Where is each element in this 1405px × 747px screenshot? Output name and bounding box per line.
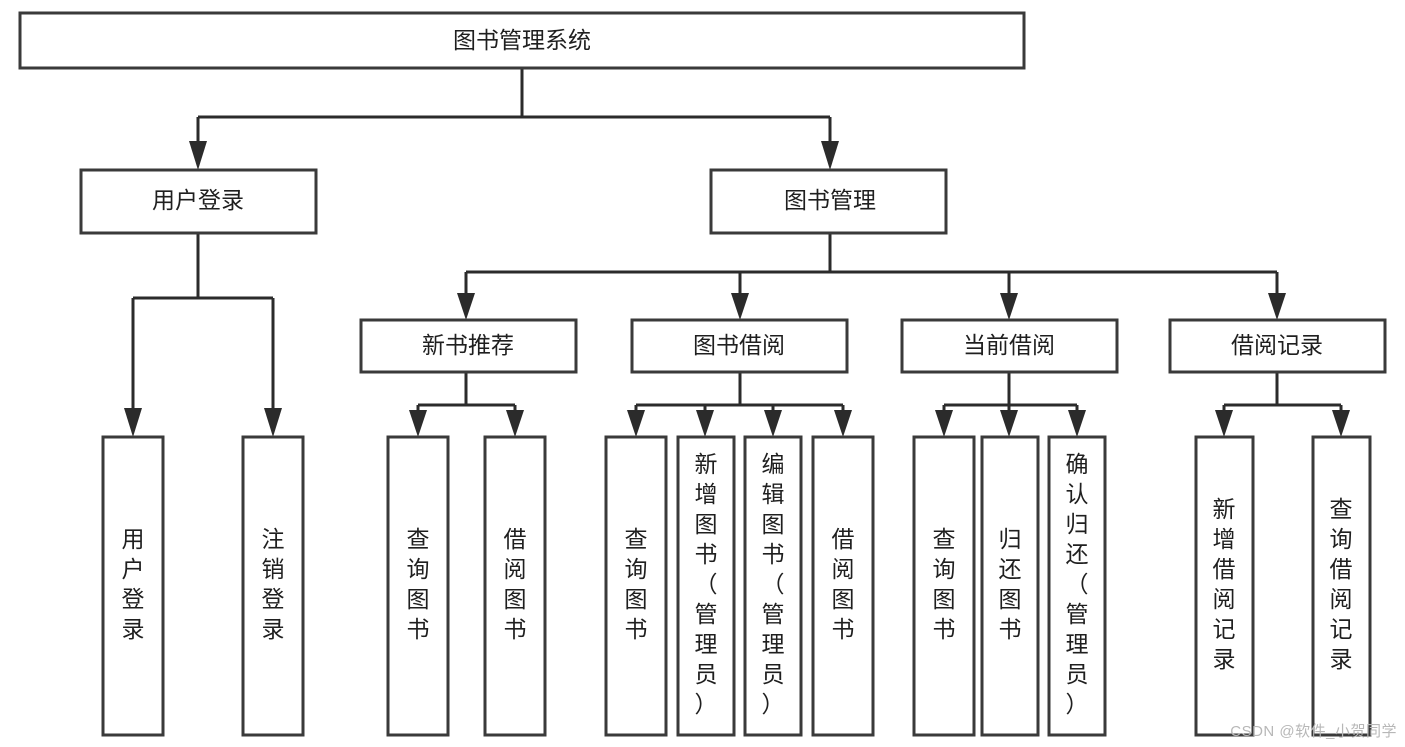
- arrow-head-new-book-recommend: [457, 293, 475, 320]
- node-leaf-borrow-book-1-label: 借阅图书: [504, 526, 527, 642]
- node-leaf-edit-book-label: 编辑图书（管理员）: [762, 451, 785, 717]
- node-leaf-confirm-return[interactable]: 确认归还（管理员）: [1047, 435, 1107, 737]
- node-leaf-query-book-1[interactable]: 查询图书: [386, 435, 450, 737]
- node-leaf-return-book[interactable]: 归还图书: [980, 435, 1040, 737]
- arrow-head-leaf-borrow-book-2: [834, 410, 852, 437]
- arrow-head-leaf-user-login: [124, 408, 142, 437]
- node-leaf-edit-book[interactable]: 编辑图书（管理员）: [743, 435, 803, 737]
- node-leaf-return-book-box[interactable]: [980, 435, 1040, 737]
- connector-layer: [124, 68, 1350, 437]
- node-book-manage-box[interactable]: [709, 168, 948, 235]
- node-leaf-query-book-2[interactable]: 查询图书: [604, 435, 668, 737]
- node-leaf-add-book-box[interactable]: [676, 435, 736, 737]
- node-leaf-logout-login-label: 注销登录: [262, 526, 285, 642]
- arrow-head-book-manage: [821, 141, 839, 170]
- arrow-head-leaf-query-book-1: [409, 410, 427, 437]
- csdn-watermark: CSDN @软件_小贺同学: [1230, 723, 1397, 740]
- node-leaf-borrow-book-2-box[interactable]: [811, 435, 875, 737]
- node-leaf-confirm-return-label: 确认归还（管理员）: [1066, 451, 1089, 717]
- node-leaf-query-record[interactable]: 查询借阅记录: [1311, 435, 1372, 737]
- node-leaf-borrow-book-2-label: 借阅图书: [832, 526, 855, 642]
- node-book-borrow-box[interactable]: [630, 318, 849, 374]
- arrow-head-leaf-query-book-2: [627, 410, 645, 437]
- node-leaf-query-book-3[interactable]: 查询图书: [912, 435, 976, 737]
- node-borrow-record-label: 借阅记录: [1231, 332, 1323, 358]
- node-user-login-label: 用户登录: [152, 187, 244, 213]
- arrow-head-leaf-query-record: [1332, 410, 1350, 437]
- node-borrow-record-box[interactable]: [1168, 318, 1387, 374]
- node-book-manage-label: 图书管理: [784, 187, 876, 213]
- node-book-manage[interactable]: 图书管理: [709, 168, 948, 235]
- node-leaf-add-record-box[interactable]: [1194, 435, 1255, 737]
- node-leaf-edit-book-box[interactable]: [743, 435, 803, 737]
- node-leaf-add-book-label: 新增图书（管理员）: [695, 451, 718, 717]
- node-leaf-borrow-book-1[interactable]: 借阅图书: [483, 435, 547, 737]
- node-leaf-add-record-label: 新增借阅记录: [1213, 496, 1236, 672]
- node-borrow-record[interactable]: 借阅记录: [1168, 318, 1387, 374]
- node-leaf-query-book-1-label: 查询图书: [407, 526, 430, 642]
- node-leaf-query-record-box[interactable]: [1311, 435, 1372, 737]
- node-leaf-add-book[interactable]: 新增图书（管理员）: [676, 435, 736, 737]
- arrow-head-user-login: [189, 141, 207, 170]
- node-new-book-recommend[interactable]: 新书推荐: [359, 318, 578, 374]
- node-book-borrow[interactable]: 图书借阅: [630, 318, 849, 374]
- node-leaf-query-book-1-box[interactable]: [386, 435, 450, 737]
- node-current-borrow-box[interactable]: [900, 318, 1119, 374]
- arrow-head-leaf-add-record: [1215, 410, 1233, 437]
- node-leaf-return-book-label: 归还图书: [999, 526, 1022, 642]
- node-leaf-user-login-box[interactable]: [101, 435, 165, 737]
- node-user-login[interactable]: 用户登录: [79, 168, 318, 235]
- node-current-borrow-label: 当前借阅: [963, 332, 1055, 358]
- node-leaf-user-login[interactable]: 用户登录: [101, 435, 165, 737]
- node-leaf-user-login-label: 用户登录: [122, 526, 145, 642]
- arrow-head-leaf-add-book: [696, 410, 714, 437]
- arrow-head-book-borrow: [731, 293, 749, 320]
- node-leaf-add-record[interactable]: 新增借阅记录: [1194, 435, 1255, 737]
- node-leaf-query-book-3-box[interactable]: [912, 435, 976, 737]
- node-current-borrow[interactable]: 当前借阅: [900, 318, 1119, 374]
- arrow-head-current-borrow: [1000, 293, 1018, 320]
- arrow-head-borrow-record: [1268, 293, 1286, 320]
- node-leaf-logout-login-box[interactable]: [241, 435, 305, 737]
- arrow-head-leaf-return-book: [1000, 410, 1018, 437]
- node-user-login-box[interactable]: [79, 168, 318, 235]
- node-new-book-recommend-label: 新书推荐: [422, 332, 514, 358]
- node-leaf-borrow-book-2[interactable]: 借阅图书: [811, 435, 875, 737]
- node-leaf-logout-login[interactable]: 注销登录: [241, 435, 305, 737]
- arrow-head-leaf-query-book-3: [935, 410, 953, 437]
- node-leaf-query-book-2-label: 查询图书: [625, 526, 648, 642]
- node-root[interactable]: 图书管理系统: [18, 11, 1026, 70]
- node-leaf-confirm-return-box[interactable]: [1047, 435, 1107, 737]
- node-root-label: 图书管理系统: [453, 27, 591, 53]
- node-root-box[interactable]: [18, 11, 1026, 70]
- node-leaf-query-book-3-label: 查询图书: [933, 526, 956, 642]
- arrow-head-leaf-logout-login: [264, 408, 282, 437]
- arrow-head-leaf-edit-book: [764, 410, 782, 437]
- node-book-borrow-label: 图书借阅: [693, 332, 785, 358]
- arrow-head-leaf-borrow-book-1: [506, 410, 524, 437]
- node-new-book-recommend-box[interactable]: [359, 318, 578, 374]
- arrow-head-leaf-confirm-return: [1068, 410, 1086, 437]
- node-leaf-borrow-book-1-box[interactable]: [483, 435, 547, 737]
- node-leaf-query-record-label: 查询借阅记录: [1330, 496, 1353, 672]
- node-leaf-query-book-2-box[interactable]: [604, 435, 668, 737]
